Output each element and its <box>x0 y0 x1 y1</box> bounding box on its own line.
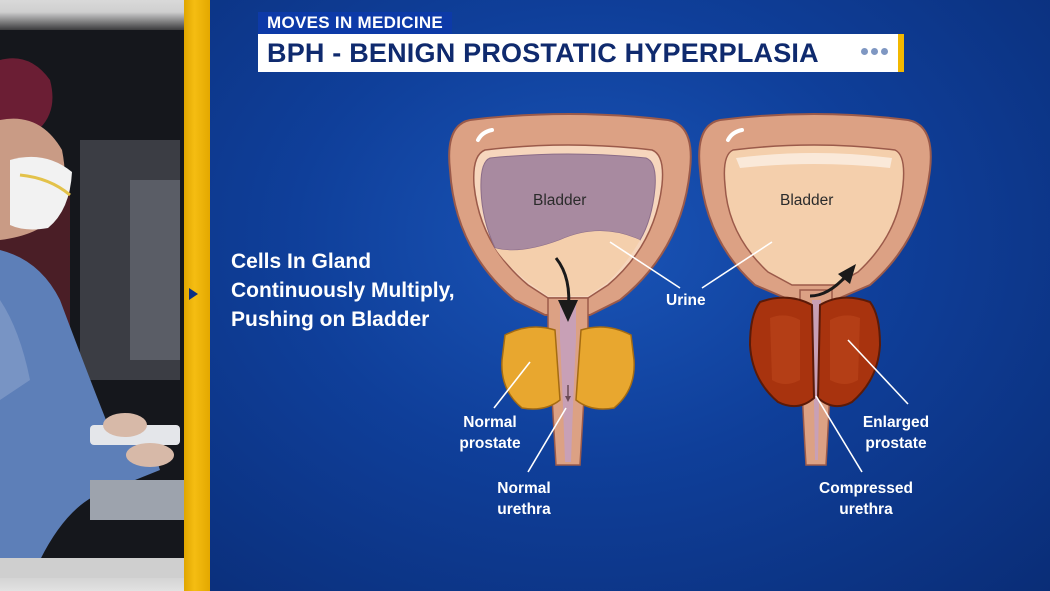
label-line: Enlarged <box>862 414 930 431</box>
label-line: prostate <box>865 435 927 452</box>
up-arrow-icon <box>838 264 856 284</box>
label-line: urethra <box>497 501 551 518</box>
video-panel <box>0 0 184 591</box>
enlarged-prostate-label: Enlarged prostate <box>852 412 940 454</box>
normal-prostate <box>501 326 635 410</box>
more-dots-icon[interactable] <box>858 48 888 55</box>
normal-bladder <box>448 113 692 466</box>
bph-bladder <box>698 113 932 466</box>
label-line: Normal <box>497 480 551 497</box>
compressed-urethra-label: Compressed urethra <box>808 478 924 520</box>
diagram-caption: Cells In Gland Continuously Multiply, Pu… <box>231 247 455 334</box>
enlarged-prostate <box>748 296 882 408</box>
caption-line: Continuously Multiply, <box>231 279 455 302</box>
normal-urethra-label: Normal urethra <box>482 478 566 520</box>
bladder-label-enlarged: Bladder <box>780 192 834 209</box>
divider-bar <box>184 0 210 591</box>
label-line: prostate <box>459 435 521 452</box>
label-line: Normal <box>463 414 517 431</box>
caption-line: Cells In Gland <box>231 250 372 273</box>
leader-lines <box>493 241 909 473</box>
urine-label: Urine <box>666 292 706 309</box>
diagram-area <box>210 0 1050 591</box>
label-line: urethra <box>839 501 893 518</box>
bladder-label-normal: Bladder <box>533 192 587 209</box>
caption-line: Pushing on Bladder <box>231 308 430 331</box>
play-arrow-icon[interactable] <box>189 288 198 300</box>
clinician-video <box>0 30 184 578</box>
normal-prostate-label: Normal prostate <box>448 412 532 454</box>
segment-kicker: MOVES IN MEDICINE <box>258 12 453 34</box>
label-line: Compressed <box>819 480 913 497</box>
headline-title: BPH - BENIGN PROSTATIC HYPERPLASIA <box>267 38 819 68</box>
down-arrow-icon <box>558 300 578 322</box>
headline-bar: BPH - BENIGN PROSTATIC HYPERPLASIA <box>258 34 904 72</box>
